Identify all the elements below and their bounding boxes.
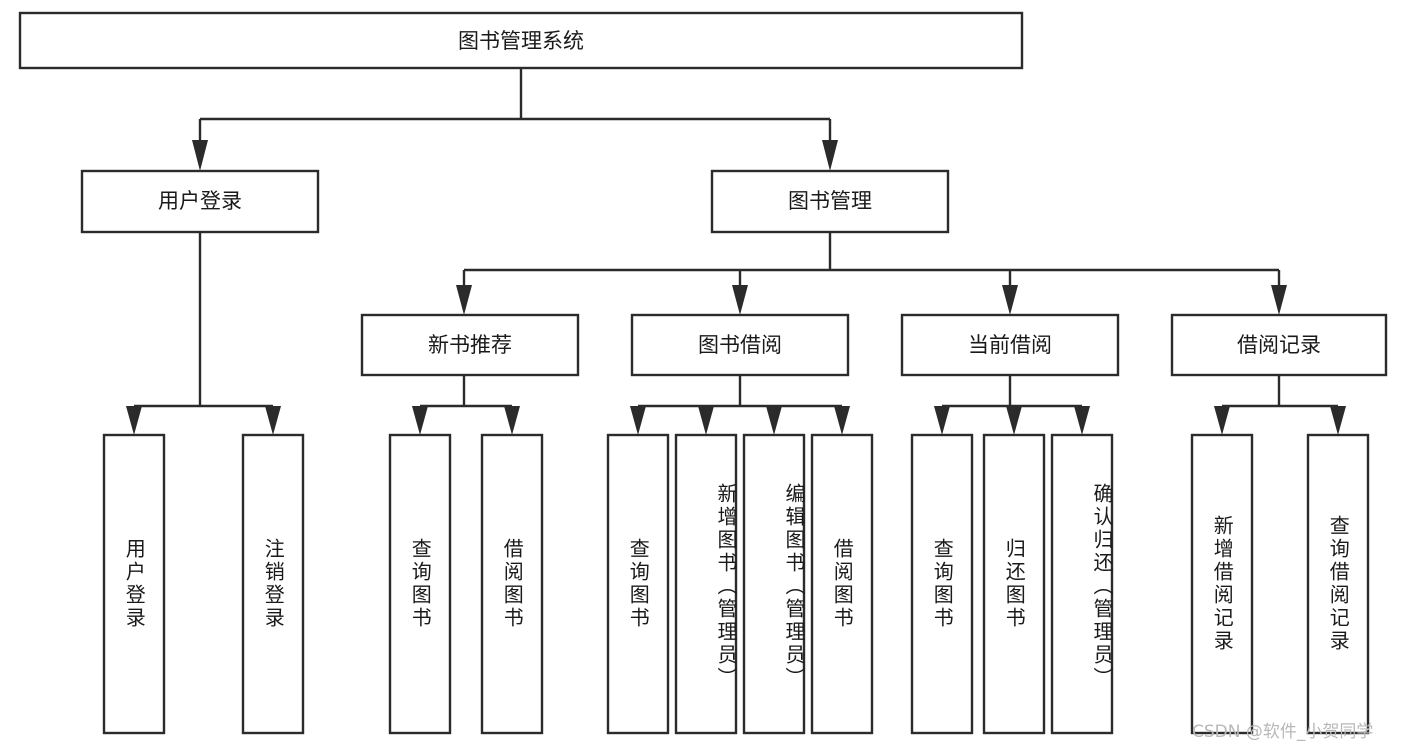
arrow-head-icon bbox=[504, 406, 520, 435]
arrow-head-icon bbox=[1006, 406, 1022, 435]
node-root-box[interactable] bbox=[18, 11, 1024, 70]
node-leaf-borrow-book-recommend-box[interactable] bbox=[480, 433, 544, 735]
node-current-borrow-label: 当前借阅 bbox=[968, 333, 1052, 357]
node-new-book-recommend[interactable]: 新书推荐 bbox=[360, 313, 580, 377]
node-user-login[interactable]: 用户登录 bbox=[80, 169, 320, 234]
node-leaf-edit-book-admin-box[interactable] bbox=[742, 433, 806, 735]
node-user-login-box[interactable] bbox=[80, 169, 320, 234]
arrow-head-icon bbox=[822, 140, 838, 171]
node-current-borrow[interactable]: 当前借阅 bbox=[900, 313, 1120, 377]
node-leaf-query-book-current-box[interactable] bbox=[910, 433, 974, 735]
arrow-head-icon bbox=[126, 406, 142, 435]
arrow-head-icon bbox=[732, 285, 748, 315]
csdn-watermark: CSDN @软件_小贺同学 bbox=[1192, 722, 1374, 742]
node-borrow-record-label: 借阅记录 bbox=[1237, 333, 1321, 357]
arrow-head-icon bbox=[1214, 406, 1230, 435]
node-book-borrow-box[interactable] bbox=[630, 313, 850, 377]
node-user-login-label: 用户登录 bbox=[158, 189, 242, 213]
connector-group-book-management bbox=[456, 232, 1287, 315]
node-book-borrow-label: 图书借阅 bbox=[698, 333, 782, 357]
connector-group-current-borrow bbox=[934, 375, 1090, 435]
arrow-head-icon bbox=[192, 140, 208, 171]
node-leaf-return-book-box[interactable] bbox=[982, 433, 1046, 735]
node-leaf-logout-box[interactable] bbox=[241, 433, 305, 735]
node-new-book-recommend-label: 新书推荐 bbox=[428, 333, 512, 357]
node-borrow-record-box[interactable] bbox=[1170, 313, 1388, 377]
node-borrow-record[interactable]: 借阅记录 bbox=[1170, 313, 1388, 377]
arrow-head-icon bbox=[412, 406, 428, 435]
arrow-head-icon bbox=[934, 406, 950, 435]
node-book-management[interactable]: 图书管理 bbox=[710, 169, 950, 234]
node-book-borrow[interactable]: 图书借阅 bbox=[630, 313, 850, 377]
connector-group-new-book-recommend bbox=[412, 375, 520, 435]
node-leaf-add-book-admin-box[interactable] bbox=[674, 433, 738, 735]
node-root-label: 图书管理系统 bbox=[458, 29, 584, 53]
arrow-head-icon bbox=[1330, 406, 1346, 435]
arrow-head-icon bbox=[1074, 406, 1090, 435]
connector-group-root bbox=[192, 68, 838, 171]
node-leaf-query-book-recommend-box[interactable] bbox=[388, 433, 452, 735]
node-current-borrow-box[interactable] bbox=[900, 313, 1120, 377]
node-leaf-query-borrow-record-box[interactable] bbox=[1306, 433, 1370, 735]
node-leaf-query-book-borrow-box[interactable] bbox=[606, 433, 670, 735]
arrow-head-icon bbox=[630, 406, 646, 435]
node-book-management-label: 图书管理 bbox=[788, 189, 872, 213]
node-new-book-recommend-box[interactable] bbox=[360, 313, 580, 377]
connector-group-book-borrow bbox=[630, 375, 850, 435]
node-book-management-box[interactable] bbox=[710, 169, 950, 234]
arrow-head-icon bbox=[1271, 285, 1287, 315]
arrow-head-icon bbox=[834, 406, 850, 435]
node-leaf-borrow-book-box[interactable] bbox=[810, 433, 874, 735]
node-root[interactable]: 图书管理系统 bbox=[18, 11, 1024, 70]
connector-group-borrow-record bbox=[1214, 375, 1346, 435]
node-leaf-user-login-box[interactable] bbox=[102, 433, 166, 735]
node-leaf-confirm-return-admin-box[interactable] bbox=[1050, 433, 1114, 735]
node-leaf-add-borrow-record-box[interactable] bbox=[1190, 433, 1254, 735]
arrow-head-icon bbox=[766, 406, 782, 435]
arrow-head-icon bbox=[265, 406, 281, 435]
arrow-head-icon bbox=[456, 285, 472, 315]
arrow-head-icon bbox=[1002, 285, 1018, 315]
arrow-head-icon bbox=[698, 406, 714, 435]
connector-group-user-login bbox=[126, 232, 281, 435]
